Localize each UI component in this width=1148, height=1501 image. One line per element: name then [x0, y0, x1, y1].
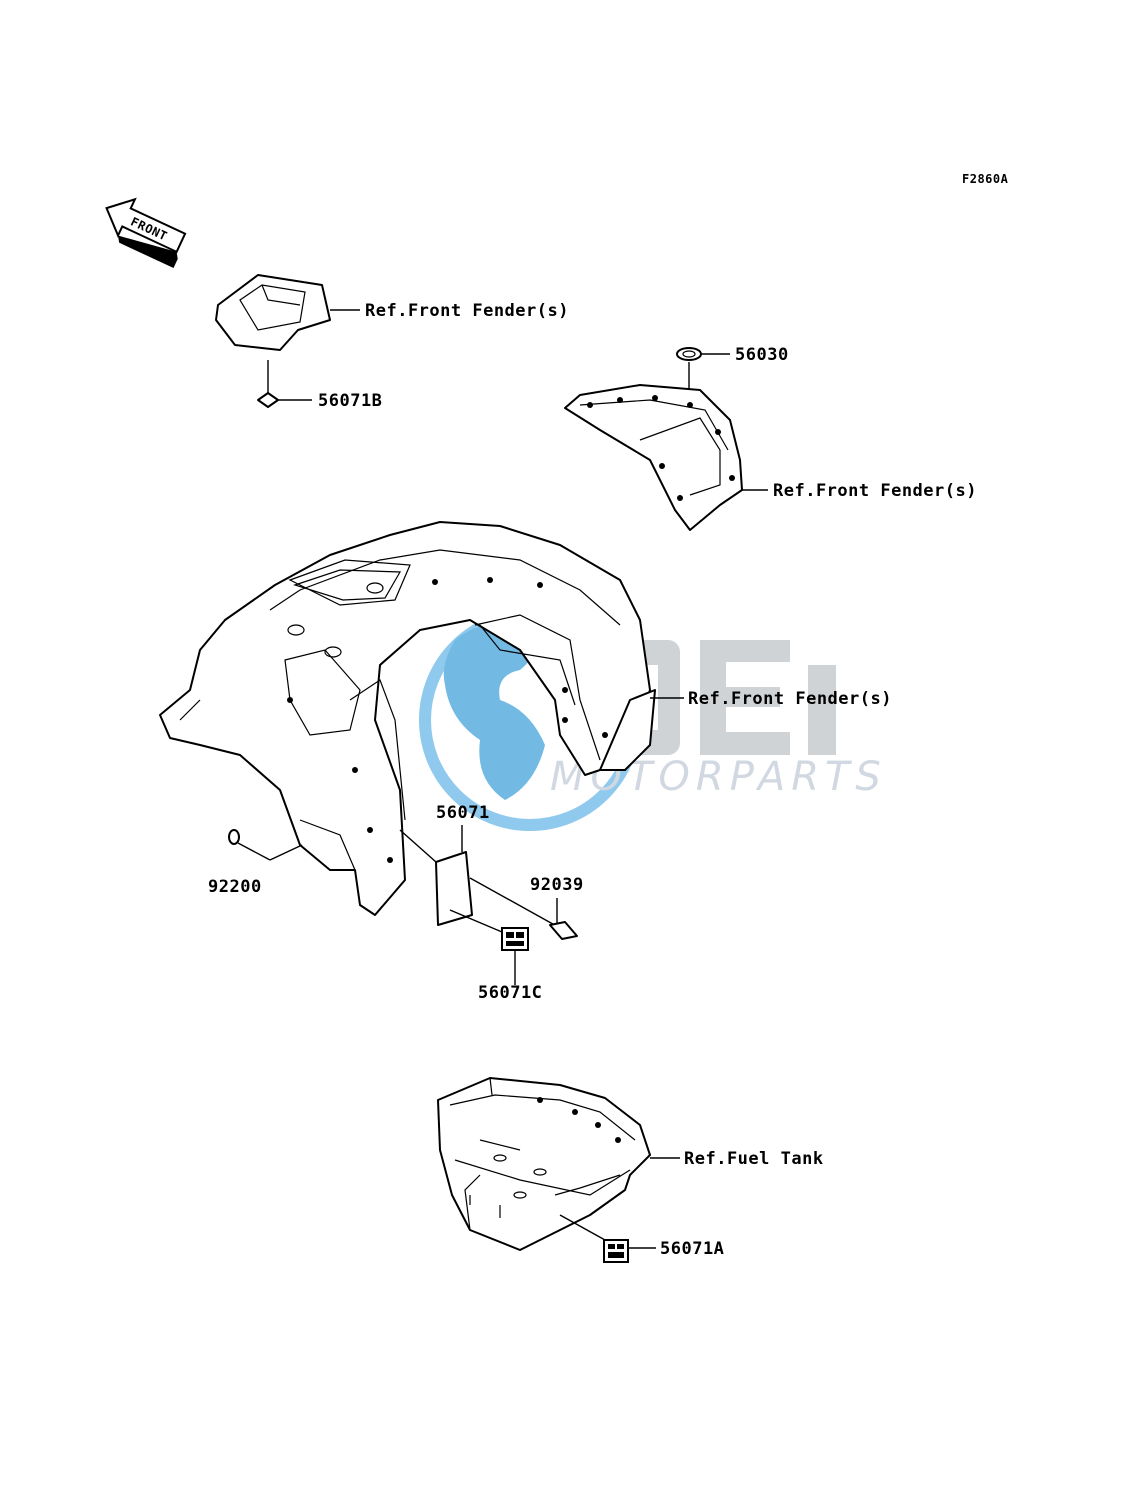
callout-56030: 56030: [735, 345, 789, 365]
main-front-fender: [159, 521, 656, 916]
label-56071b-sticker: [257, 392, 279, 408]
label-56071a-sticker: [603, 1239, 629, 1263]
watermark-continents: [443, 624, 545, 800]
front-arrow-icon: FRONT: [105, 197, 187, 269]
callout-ref-front-fender-top: Ref.Front Fender(s): [365, 301, 569, 321]
right-fender-panel: [564, 384, 743, 531]
grommet-92200: [228, 829, 240, 845]
fuel-tank-cover: [437, 1077, 651, 1251]
cap-56030: [676, 347, 702, 361]
callout-92039: 92039: [530, 875, 584, 895]
callout-56071b: 56071B: [318, 391, 382, 411]
figure-code: F2860A: [962, 172, 1009, 186]
callout-ref-fuel-tank: Ref.Fuel Tank: [684, 1149, 824, 1169]
callout-92200: 92200: [208, 877, 262, 897]
callout-ref-front-fender-right: Ref.Front Fender(s): [773, 481, 977, 501]
callout-ref-front-fender-main: Ref.Front Fender(s): [688, 689, 892, 709]
label-56071c-sticker: [501, 927, 529, 951]
callout-56071a: 56071A: [660, 1239, 724, 1259]
callout-56071c: 56071C: [478, 983, 542, 1003]
clip-92039: [549, 921, 578, 940]
watermark: MOTORPARTS: [419, 609, 881, 831]
label-56071-plate: [435, 851, 473, 926]
watermark-letter-e: [700, 640, 790, 755]
callout-56071: 56071: [436, 803, 490, 823]
small-fender-cover: [215, 274, 331, 351]
